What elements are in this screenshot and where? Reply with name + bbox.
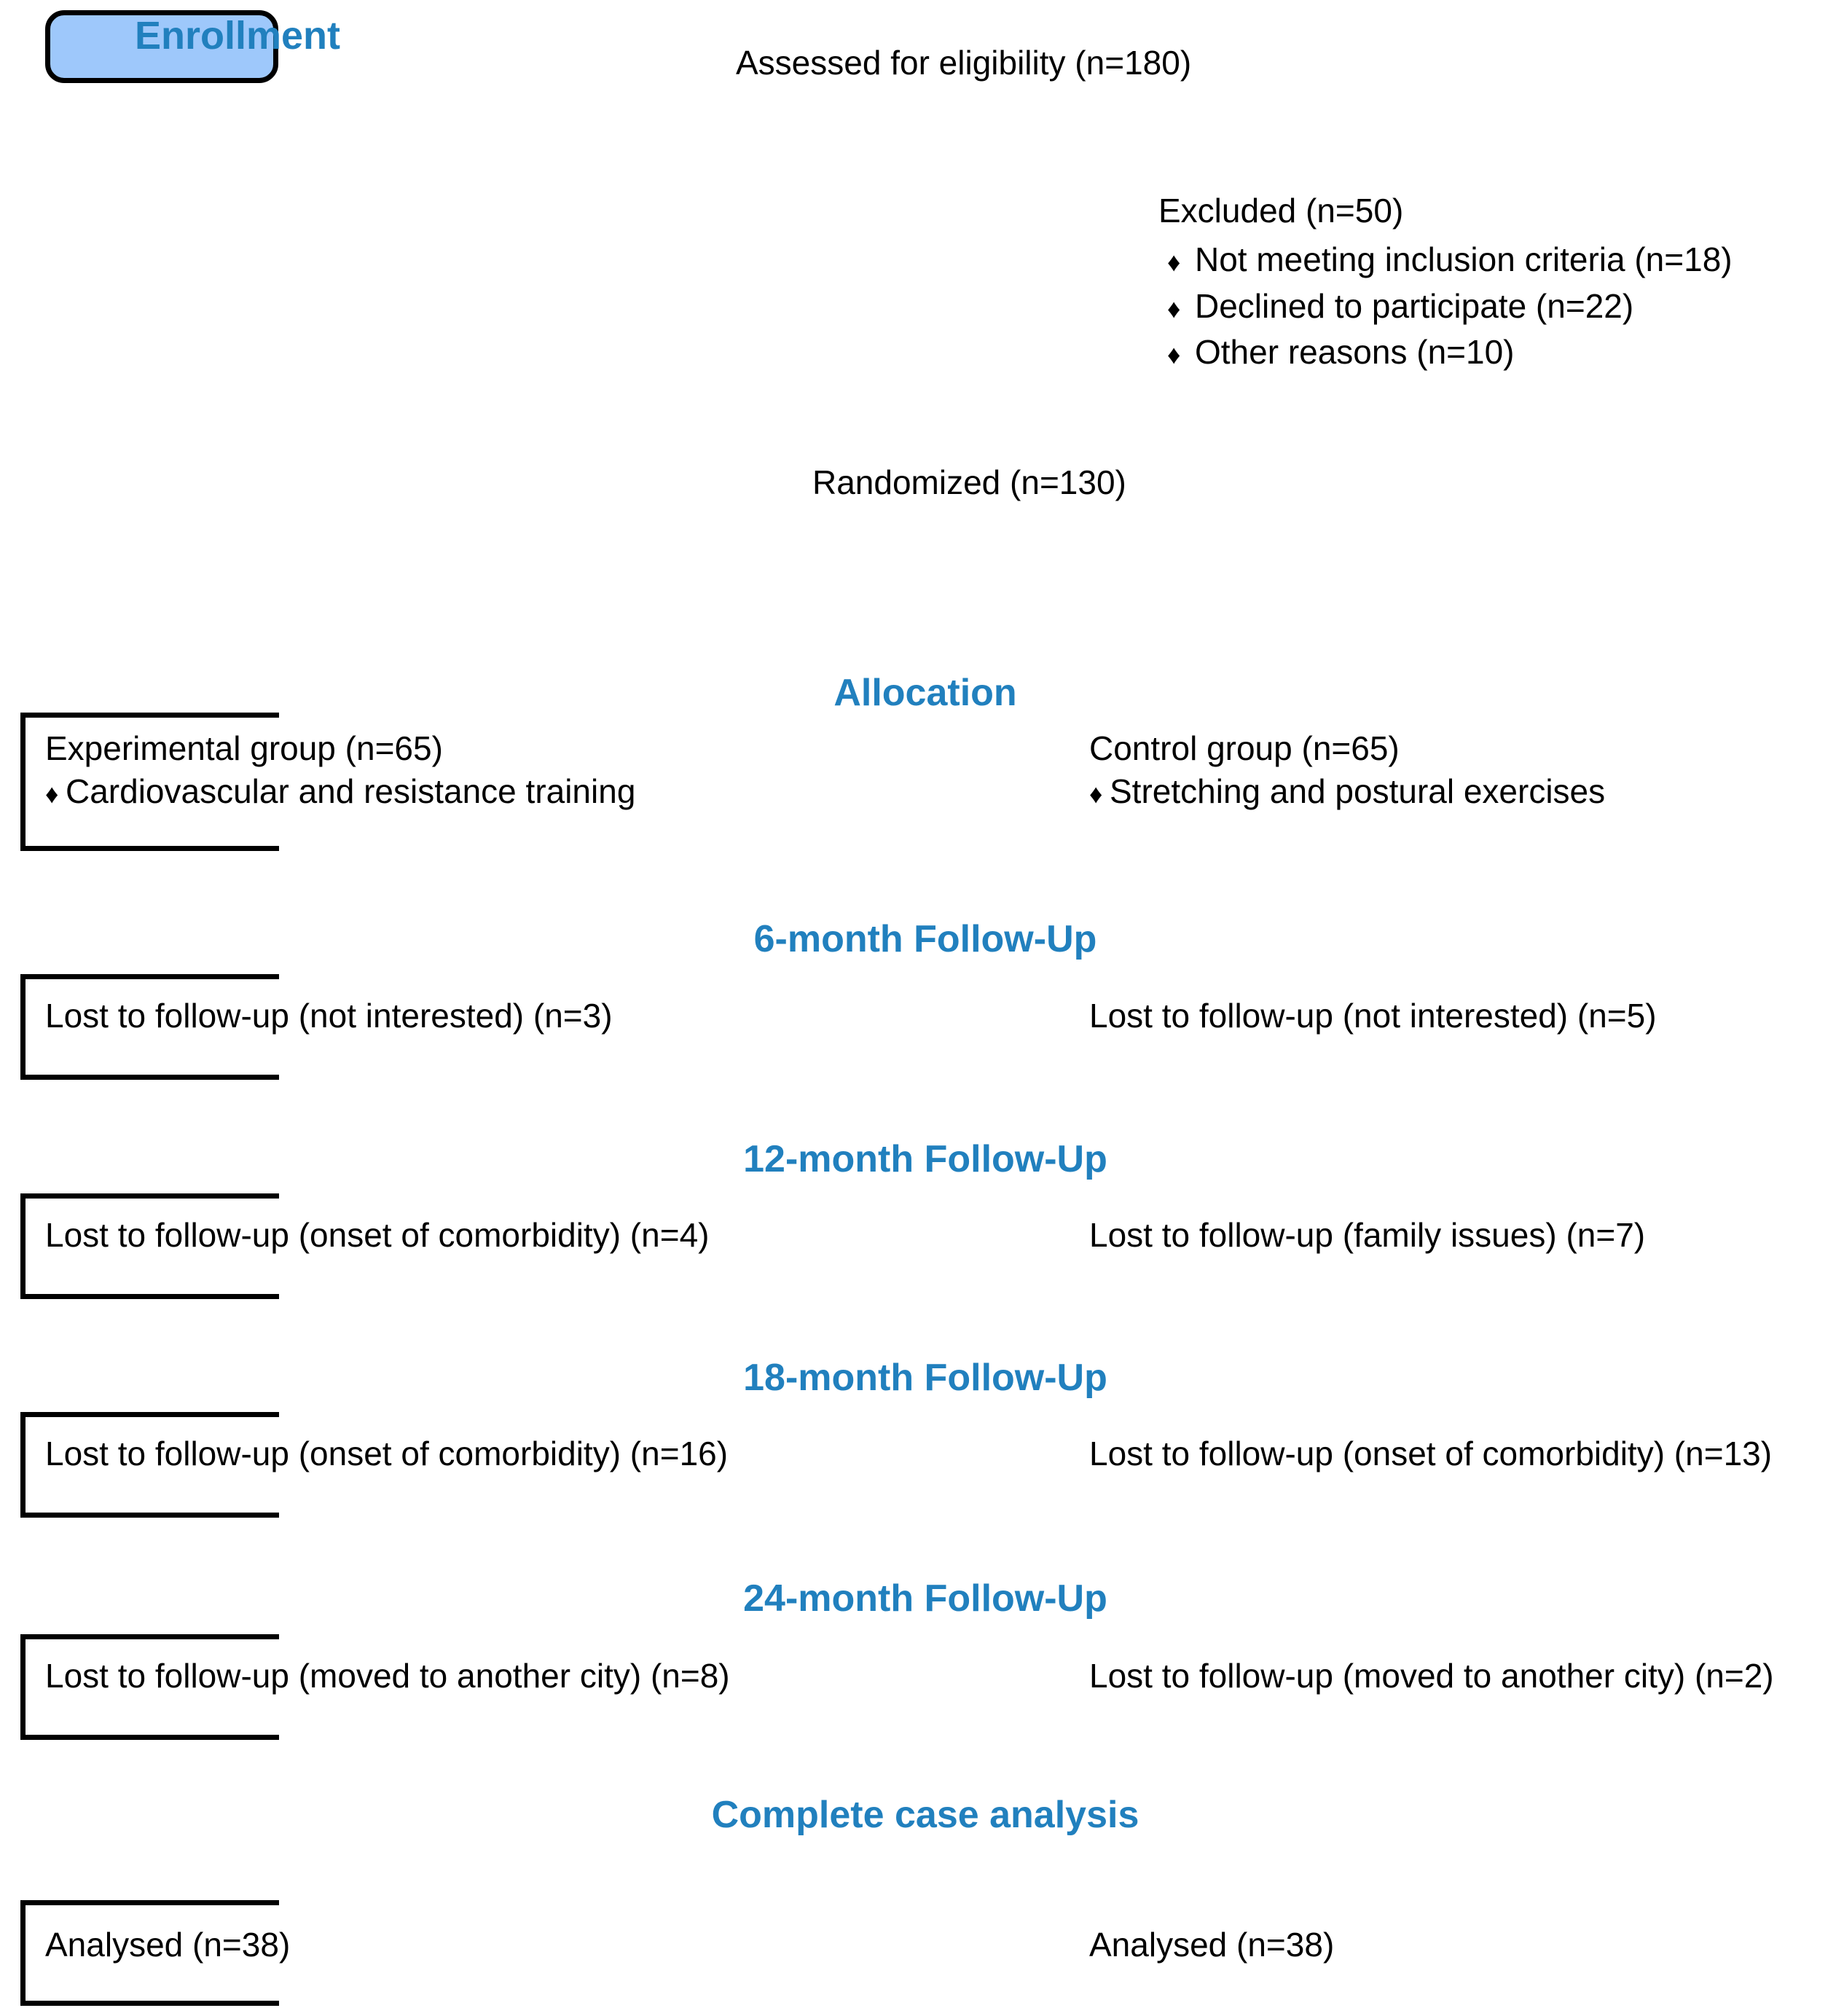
followup-24-right-text: Lost to follow-up (moved to another city… <box>1089 1657 1774 1695</box>
followup-24-left-box <box>20 1634 279 1740</box>
assessed-for-eligibility-text: Assessed for eligibility (n=180) <box>736 44 1192 82</box>
section-header-followup-24: 24-month Follow-Up <box>743 1577 1107 1620</box>
diamond-bullet-icon: ♦ <box>1167 247 1181 278</box>
list-item: ♦ Other reasons (n=10) <box>1167 329 1733 375</box>
section-header-followup-12: 12-month Follow-Up <box>743 1138 1107 1180</box>
diamond-bullet-icon: ♦ <box>45 778 59 809</box>
section-header-allocation: Allocation <box>833 672 1017 714</box>
followup-6-left-box <box>20 974 279 1080</box>
excluded-reasons-list: ♦ Not meeting inclusion criteria (n=18) ♦… <box>1158 237 1733 375</box>
excluded-reason-label: Other reasons (n=10) <box>1195 333 1515 372</box>
followup-6-right-text: Lost to follow-up (not interested) (n=5) <box>1089 997 1657 1035</box>
analysis-left-box <box>20 1900 279 2006</box>
analysis-left-text: Analysed (n=38) <box>45 1926 291 1964</box>
excluded-block: Excluded (n=50) ♦ Not meeting inclusion c… <box>1158 188 1733 376</box>
enrollment-stage-pill <box>45 10 278 83</box>
allocation-right-detail: Stretching and postural exercises <box>1110 772 1606 810</box>
diamond-bullet-icon: ♦ <box>1089 778 1103 809</box>
diamond-bullet-icon: ♦ <box>1167 293 1181 323</box>
allocation-left-title: Experimental group (n=65) <box>45 729 443 767</box>
allocation-left-box <box>20 713 279 851</box>
followup-18-left-box <box>20 1412 279 1518</box>
list-item: ♦ Declined to participate (n=22) <box>1167 283 1733 329</box>
section-header-followup-6: 6-month Follow-Up <box>753 918 1097 960</box>
followup-12-left-text: Lost to follow-up (onset of comorbidity)… <box>45 1216 710 1254</box>
allocation-left-content: Experimental group (n=65) ♦Cardiovascula… <box>45 727 635 813</box>
allocation-right-content: Control group (n=65) ♦Stretching and pos… <box>1089 727 1605 813</box>
list-item: ♦ Not meeting inclusion criteria (n=18) <box>1167 237 1733 283</box>
excluded-title: Excluded (n=50) <box>1158 192 1404 230</box>
followup-18-left-text: Lost to follow-up (onset of comorbidity)… <box>45 1435 729 1472</box>
section-header-followup-18: 18-month Follow-Up <box>743 1357 1107 1399</box>
section-header-complete-case-analysis: Complete case analysis <box>711 1794 1139 1836</box>
followup-18-right-text: Lost to follow-up (onset of comorbidity)… <box>1089 1435 1773 1472</box>
followup-24-left-text: Lost to follow-up (moved to another city… <box>45 1657 730 1695</box>
allocation-left-detail: Cardiovascular and resistance training <box>66 772 636 810</box>
enrollment-stage-label: Enrollment <box>135 14 341 58</box>
excluded-reason-label: Declined to participate (n=22) <box>1195 286 1634 325</box>
allocation-right-title: Control group (n=65) <box>1089 729 1400 767</box>
diamond-bullet-icon: ♦ <box>1167 340 1181 370</box>
allocation-left-detail-line: ♦Cardiovascular and resistance training <box>45 770 635 813</box>
followup-6-left-text: Lost to follow-up (not interested) (n=3) <box>45 997 613 1035</box>
randomized-text: Randomized (n=130) <box>812 463 1126 501</box>
followup-12-left-box <box>20 1193 279 1299</box>
followup-12-right-text: Lost to follow-up (family issues) (n=7) <box>1089 1216 1646 1254</box>
excluded-reason-label: Not meeting inclusion criteria (n=18) <box>1195 240 1733 279</box>
analysis-right-text: Analysed (n=38) <box>1089 1926 1335 1964</box>
allocation-right-detail-line: ♦Stretching and postural exercises <box>1089 770 1605 813</box>
